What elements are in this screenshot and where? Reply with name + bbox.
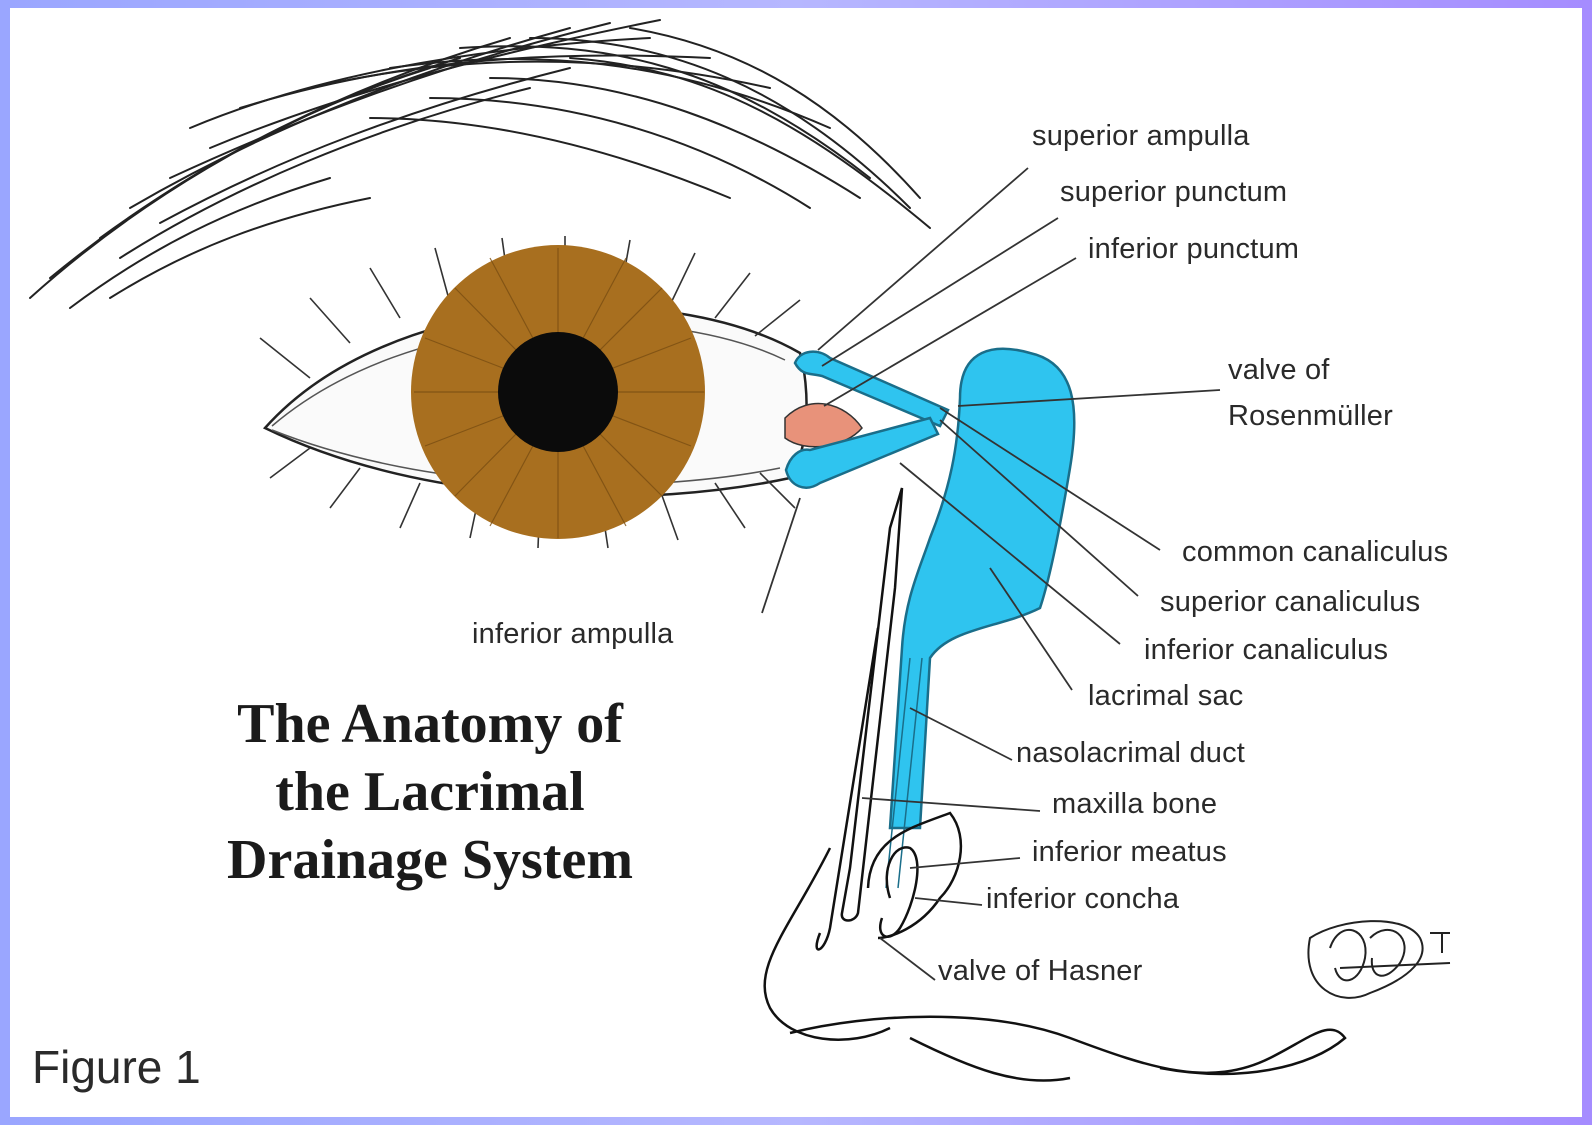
eyebrow	[30, 20, 930, 308]
pupil	[498, 332, 618, 452]
eye	[260, 236, 862, 548]
nasal-outline	[765, 488, 1345, 1081]
label-inferior-ampulla: inferior ampulla	[472, 618, 673, 651]
label-valve-of-rosenmuller-line2: Rosenmüller	[1228, 400, 1393, 433]
label-inferior-concha: inferior concha	[986, 883, 1179, 916]
title-line-2: the Lacrimal	[150, 758, 710, 826]
label-inferior-meatus: inferior meatus	[1032, 836, 1227, 869]
diagram-title: The Anatomy of the Lacrimal Drainage Sys…	[150, 690, 710, 894]
label-inferior-canaliculus: inferior canaliculus	[1144, 634, 1388, 667]
label-valve-of-rosenmuller-line1: valve of	[1228, 354, 1330, 387]
label-valve-of-hasner: valve of Hasner	[938, 955, 1143, 988]
label-nasolacrimal-duct: nasolacrimal duct	[1016, 737, 1245, 770]
label-superior-canaliculus: superior canaliculus	[1160, 586, 1420, 619]
label-superior-ampulla: superior ampulla	[1032, 120, 1250, 153]
title-line-1: The Anatomy of	[150, 690, 710, 758]
label-superior-punctum: superior punctum	[1060, 176, 1287, 209]
label-common-canaliculus: common canaliculus	[1182, 536, 1448, 569]
diagram-canvas: superior ampulla superior punctum inferi…	[10, 8, 1582, 1117]
title-line-3: Drainage System	[150, 826, 710, 894]
label-inferior-punctum: inferior punctum	[1088, 233, 1299, 266]
label-lacrimal-sac: lacrimal sac	[1088, 680, 1244, 713]
artist-signature	[1308, 921, 1450, 998]
figure-label: Figure 1	[32, 1040, 201, 1094]
label-maxilla-bone: maxilla bone	[1052, 788, 1217, 821]
